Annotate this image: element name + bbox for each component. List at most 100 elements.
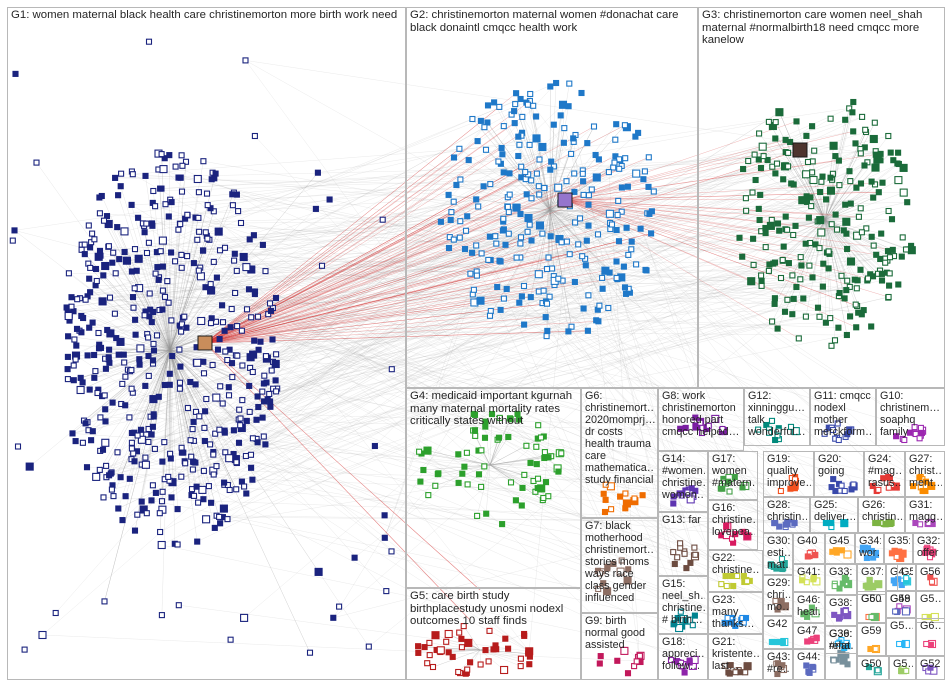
group-label-g58: G58: [890, 593, 913, 605]
group-pane-g15: G15: neel_sh… christine… # birth…: [658, 576, 708, 634]
group-label-g54: G5…: [890, 620, 913, 632]
group-label-g27: G27: christ… ment…: [909, 453, 942, 489]
group-label-g24: G24: #mag… rasus…: [868, 453, 902, 489]
group-pane-g21: G21: kristente… last…: [708, 634, 763, 680]
group-pane-g56: G56: [916, 564, 945, 591]
group-pane-g9: G9: birth normal good assisted: [581, 613, 658, 680]
group-label-g39: G39: #ma…: [829, 628, 854, 652]
group-label-g4: G4: medicaid important kgurnah many mate…: [410, 390, 578, 428]
group-label-g45: G45: [829, 535, 852, 547]
group-label-g7: G7: black motherhood christinemort… stor…: [585, 520, 655, 604]
group-pane-g39: G39: #ma…: [825, 626, 857, 654]
group-label-g46: G46: heal…: [797, 594, 822, 618]
group-pane-g41: G41:: [793, 564, 825, 592]
group-label-g6: G6: christinemort… 2020momprj… dr costs …: [585, 390, 655, 486]
group-pane-g34: G34: wor…: [855, 533, 884, 564]
group-pane-g22: G22: christine…: [708, 550, 763, 592]
group-pane-g14: G14: #women… christine… women…: [658, 451, 708, 512]
group-label-g3: G3: christinemorton care women neel_shah…: [702, 9, 942, 47]
group-label-g12: G12: xinninggu… talk wonderful…: [748, 390, 807, 438]
group-label-g57: G57: [901, 566, 913, 578]
group-pane-g7: G7: black motherhood christinemort… stor…: [581, 518, 658, 613]
group-label-g5: G5: care birth study birthplacestudy uno…: [410, 590, 578, 628]
group-label-g31: G31: magg…: [909, 499, 942, 523]
group-label-g35: G35:: [888, 535, 910, 547]
group-pane-g29: G29: chri… mo…: [763, 575, 793, 616]
group-pane-g45: G45: [825, 533, 855, 564]
group-label-g1: G1: women maternal black health care chr…: [11, 9, 403, 22]
group-label-g50: G50: [861, 658, 886, 670]
group-pane-g47: G47: [793, 623, 825, 649]
group-pane-g40: G40: [793, 533, 825, 564]
group-pane-g52: G52: [916, 656, 945, 680]
group-label-g16: G16: christine… lovepea…: [712, 502, 755, 538]
group-label-g23: G23: many thanks…: [712, 594, 760, 630]
group-pane-g46: G46: heal…: [793, 592, 825, 623]
group-pane-g6: G6: christinemort… 2020momprj… dr costs …: [581, 388, 658, 518]
group-pane-g25: G25: deliver…: [810, 497, 858, 533]
group-label-g41: G41:: [797, 566, 822, 578]
group-label-g56: G56: [920, 566, 942, 578]
group-pane-g10: G10: christinem… soaphq family: [876, 388, 945, 446]
group-label-g30: G30: esti… mat…: [767, 535, 790, 571]
group-pane-g3: G3: christinemorton care women neel_shah…: [698, 7, 945, 388]
group-label-g44: G44:: [797, 651, 822, 663]
group-label-g55: G5…: [920, 593, 942, 605]
group-label-g37: G37:: [861, 566, 883, 578]
group-label-g52: G52: [920, 658, 942, 670]
group-label-g60: G60: [861, 593, 883, 605]
group-pane-g54: G5…: [886, 618, 916, 656]
group-pane-g30: G30: esti… mat…: [763, 533, 793, 575]
group-label-g8: G8: work christinemorton honored part cm…: [662, 390, 741, 438]
group-label-g59: G59: [861, 625, 883, 637]
group-label-g28: G28: christin…: [767, 499, 807, 523]
group-pane-g61: G6…: [916, 618, 945, 656]
group-pane-g2: G2: christinemorton maternal women #dona…: [406, 7, 698, 388]
group-label-g21: G21: kristente… last…: [712, 636, 760, 672]
group-pane-g53: G5…: [889, 656, 916, 680]
group-label-g17: G17: women #matern…: [712, 453, 755, 489]
group-pane-g19: G19: quality improve…: [763, 451, 814, 497]
group-label-g34: G34: wor…: [859, 535, 881, 559]
group-pane-g27: G27: christ… ment…: [905, 451, 945, 497]
group-label-g11: G11: cmqcc nodexl mother merckform…: [814, 390, 873, 438]
group-pane-g17: G17: women #matern…: [708, 451, 758, 500]
group-label-g47: G47: [797, 625, 822, 637]
group-pane-g59: G59: [857, 623, 886, 656]
group-label-g38: G38:: [829, 597, 854, 609]
group-label-g33: G33:: [829, 566, 854, 578]
group-pane-g28: G28: christin…: [763, 497, 810, 533]
group-pane-g60: G60: [857, 591, 886, 623]
group-label-g53: G5…: [893, 658, 913, 670]
group-label-g29: G29: chri… mo…: [767, 577, 790, 613]
group-label-g40: G40: [797, 535, 822, 547]
group-pane-g33: G33:: [825, 564, 857, 595]
group-pane-g24: G24: #mag… rasus…: [864, 451, 905, 497]
group-pane-g18: G18: appreci… follow…: [658, 634, 708, 680]
group-pane-g43: G43: #re…: [763, 649, 793, 680]
group-pane-g11: G11: cmqcc nodexl mother merckform…: [810, 388, 876, 446]
group-pane-g42: G42: [763, 616, 793, 649]
group-label-g20: G20: going: [818, 453, 861, 477]
group-label-g15: G15: neel_sh… christine… # birth…: [662, 578, 705, 626]
group-pane-g32: G32: offer: [913, 533, 945, 564]
group-label-g22: G22: christine…: [712, 552, 760, 576]
group-pane-g8: G8: work christinemorton honored part cm…: [658, 388, 744, 451]
group-label-g19: G19: quality improve…: [767, 453, 811, 489]
group-label-g61: G6…: [920, 620, 942, 632]
group-pane-g1: G1: women maternal black health care chr…: [7, 7, 406, 680]
group-pane-g58: G58: [886, 591, 916, 618]
group-pane-g35: G35:: [884, 533, 913, 564]
group-pane-g4: G4: medicaid important kgurnah many mate…: [406, 388, 581, 588]
group-pane-g38: G38:: [825, 595, 857, 626]
group-pane-g31: G31: magg…: [905, 497, 945, 533]
group-pane-g16: G16: christine… lovepea…: [708, 500, 758, 550]
group-label-g43: G43: #re…: [767, 651, 790, 675]
group-label-g14: G14: #women… christine… women…: [662, 453, 705, 501]
group-label-g13: G13: far: [662, 514, 705, 526]
group-label-g2: G2: christinemorton maternal women #dona…: [410, 9, 695, 34]
group-label-g9: G9: birth normal good assisted: [585, 615, 655, 651]
group-label-g10: G10: christinem… soaphq family: [880, 390, 942, 438]
group-pane-g50: G50: [857, 656, 889, 680]
group-pane-g5: G5: care birth study birthplacestudy uno…: [406, 588, 581, 680]
